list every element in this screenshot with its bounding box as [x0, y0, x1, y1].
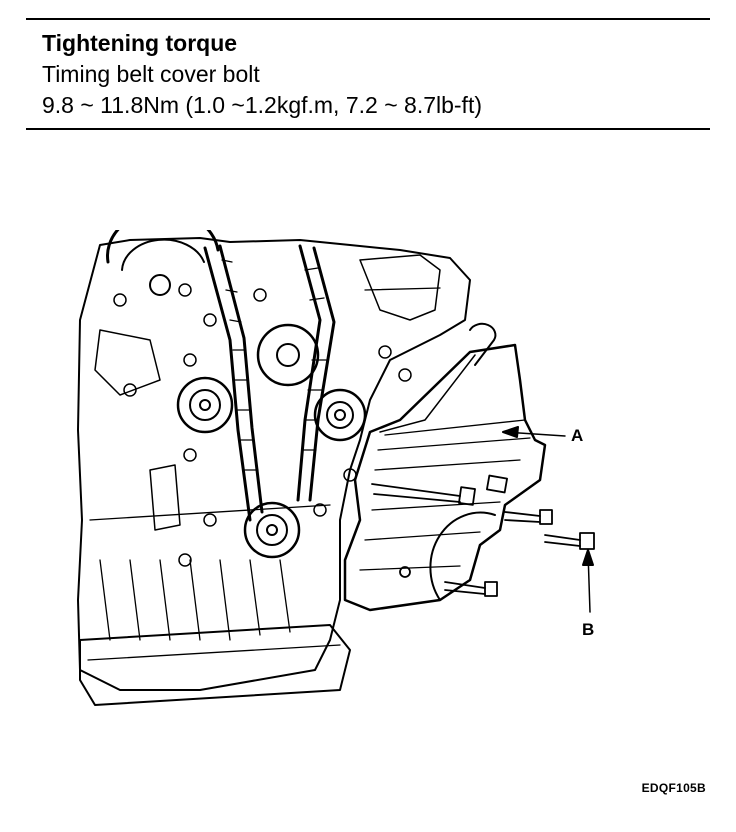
- oil-pan: [79, 624, 351, 706]
- crankshaft-sprocket: [243, 501, 301, 559]
- engine-timing-cover-illustration: [77, 230, 595, 706]
- camshaft-sprocket: [106, 230, 220, 296]
- callout-label-b: B: [582, 620, 595, 639]
- idler-pulley-center: [256, 323, 320, 387]
- cover-bolts-b: [371, 474, 595, 597]
- block-bolts: [113, 283, 412, 567]
- top-rule: [26, 18, 710, 20]
- figure-code: EDQF105B: [641, 781, 706, 795]
- engine-block-outline: [77, 237, 471, 691]
- spec-heading: Tightening torque: [42, 30, 238, 56]
- torque-spec: Tightening torque Timing belt cover bolt…: [42, 28, 482, 121]
- bottom-rule: [26, 128, 710, 130]
- timing-belt-cover-a: [343, 322, 547, 612]
- spec-item: Timing belt cover bolt: [42, 61, 260, 87]
- callout-arrow-a: [502, 426, 566, 438]
- callout-label-a: A: [571, 426, 584, 445]
- idler-pulley-left: [176, 376, 234, 434]
- timing-belt: [203, 244, 336, 522]
- spec-value: 9.8 ~ 11.8Nm (1.0 ~1.2kgf.m, 7.2 ~ 8.7lb…: [42, 92, 482, 118]
- idler-pulley-right: [313, 388, 367, 442]
- callout-arrow-b: [582, 549, 594, 613]
